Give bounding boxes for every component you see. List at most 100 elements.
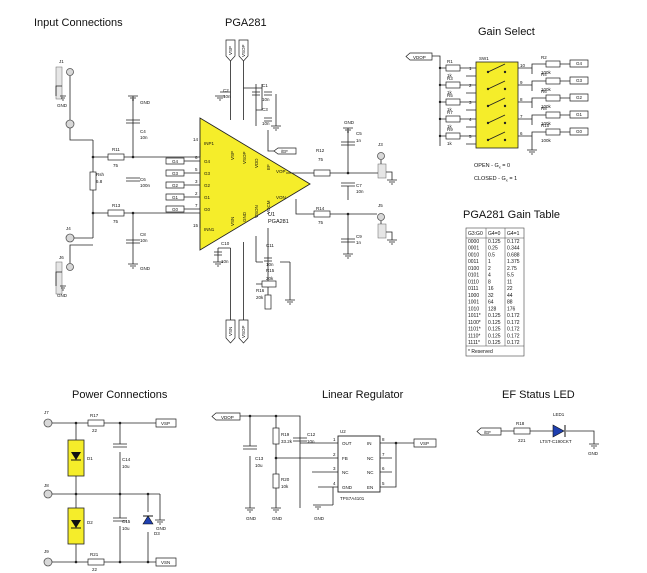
pga-pin-vsp: VSP (230, 151, 235, 160)
rail-flag-vsop-top-label: VSOP (241, 44, 246, 57)
pga-pin-ef: EF (266, 164, 271, 170)
ef-flag-pga (273, 147, 297, 155)
connector-label-j7: J7 (44, 410, 49, 415)
resistor-r11 (107, 153, 125, 161)
gain-table-header-g4-1: G4=1 (507, 231, 520, 237)
led-gnd: GND (588, 451, 599, 456)
resistor-r18 (513, 427, 531, 435)
resistor-pulldown-0 (545, 60, 561, 68)
ef-status-led: /EF R18 221 LED1 LTST-C190CKT GND (476, 412, 599, 456)
switch-ref: SW1 (479, 56, 489, 61)
gain-table-cell: 0.172 (507, 239, 520, 245)
sw-pin-right-4: 6 (520, 131, 523, 136)
vdop-flag-regulator (211, 412, 241, 421)
gain-table-cell: 0110 (468, 279, 479, 285)
gain-table-cell: 0.172 (507, 320, 520, 326)
gain-table-cell: 0.5 (488, 253, 495, 259)
rail-flag-vsop-top (238, 39, 249, 62)
c10-ref: C10 (221, 241, 230, 246)
gain-table-cell: 0.172 (507, 313, 520, 319)
title-gain-select: Gain Select (478, 26, 535, 38)
pga-pinnum-3: 3 (195, 179, 198, 184)
c4-value: 10n (140, 135, 148, 140)
gain-table-cell: 0010 (468, 253, 479, 259)
gain-output-flag-3 (569, 110, 589, 119)
pga-pin-g2: G2 (204, 183, 211, 188)
connector-body-j1 (55, 66, 63, 100)
pga-pin-vocm: VOCM (266, 200, 271, 214)
r14-ref: R14 (316, 206, 325, 211)
c13-ref: C13 (255, 456, 264, 461)
c11-value: 10n (266, 262, 274, 267)
gain-table-cell: 64 (488, 300, 494, 306)
gain-table-cell: 0101 (468, 273, 479, 279)
rail-flag-vsop-bottom (238, 319, 249, 344)
note-closed: CLOSED - Gx = 1 (474, 176, 517, 183)
pga-pin-vop: VOP (276, 169, 286, 174)
resistor-pulldown-1 (545, 77, 561, 85)
d2-ref: D2 (87, 520, 93, 525)
gain-table-cell: 0.172 (507, 340, 520, 346)
sw-pin-left-1: 2 (469, 83, 472, 88)
pga-left-pins: INP1 G4 G3 G2 G1 G0 INN1 14 6 5 3 2 7 15 (193, 137, 215, 232)
resistor-pulldown-4 (545, 128, 561, 136)
c6-ref: C6 (140, 177, 146, 182)
pullup-ref-2: R5 (447, 93, 453, 98)
gain-table-frame (465, 227, 525, 357)
pulldown-ref-2: R6 (541, 89, 547, 94)
gain-table-cell: 11 (507, 279, 512, 285)
gain-table-cell: 128 (488, 306, 497, 312)
d1-ref: D1 (87, 456, 93, 461)
reg-pin-left-name-1: FB (342, 456, 348, 461)
rail-flag-vsop-bottom-label: VSOP (241, 325, 246, 338)
gain-table-cell: 2 (488, 266, 491, 272)
resistor-rsh (89, 171, 97, 191)
test-point-j5 (377, 213, 385, 221)
gain-output-flag-2 (569, 93, 589, 102)
gain-table-cell: 0100 (468, 266, 479, 272)
r21-ref: R21 (90, 552, 99, 557)
pga281-amplifier: VSP VSOP C2 10n C1 10n C3 10n /EF U1 PGA… (165, 39, 311, 344)
r13-ref: R13 (112, 203, 121, 208)
gain-table-cell: 1010 (468, 306, 479, 312)
title-input-connections: Input Connections (34, 17, 123, 29)
gain-table-cell: 0111 (468, 286, 479, 292)
vsp-flag-power (155, 418, 177, 428)
pga-pinnum-7: 7 (195, 203, 198, 208)
ef-flag-pga-label: /EF (281, 149, 288, 154)
reg-pin-left-name-0: OUT (342, 441, 352, 446)
pga-pinnum-14: 14 (193, 137, 199, 142)
pga-pin-vsop: VSOP (242, 151, 247, 164)
sw-pin-right-3: 7 (520, 114, 523, 119)
c3-ref: C3 (262, 107, 268, 112)
gain-table-cell: 5.5 (507, 273, 514, 279)
resistor-pulldown-2 (545, 94, 561, 102)
c2-value: 10n (223, 94, 231, 99)
pullup-ref-0: R1 (447, 59, 453, 64)
gain-output-label-4: G0 (576, 129, 583, 134)
gain-table-cell: 0.172 (507, 327, 520, 333)
gain-table-cell: 1000 (468, 293, 479, 299)
sw-pin-right-1: 9 (520, 80, 523, 85)
title-power-connections: Power Connections (72, 389, 168, 401)
pullup-ref-1: R3 (447, 76, 453, 81)
c6-value: 100n (140, 183, 151, 188)
c15-value: 10u (122, 526, 130, 531)
dip-switch-sw1 (475, 61, 519, 149)
reg-pin-left-num-2: 3 (333, 466, 336, 471)
pga-pinnum-5: 5 (195, 167, 198, 172)
r18-value: 221 (518, 438, 526, 443)
reg-pin-right-num-3: 5 (382, 481, 385, 486)
pga-pin-vdd: VDD (254, 158, 259, 168)
reg-pin-left-name-3: GND (342, 485, 353, 490)
pullup-value-3: 1k (447, 124, 453, 129)
